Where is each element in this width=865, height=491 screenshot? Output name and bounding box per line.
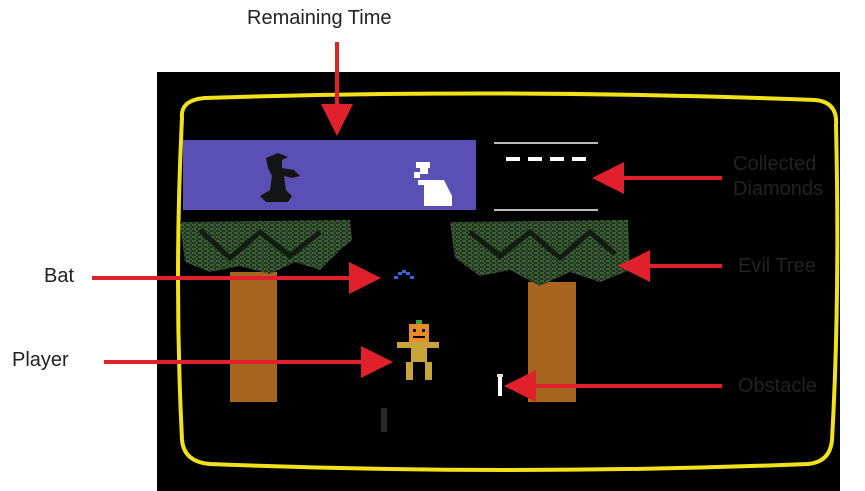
screen-border xyxy=(176,91,840,472)
collected-diamonds-label-line1: Collected xyxy=(733,153,817,175)
player-label: Player xyxy=(12,349,69,371)
annotation-arrows xyxy=(92,42,722,402)
left-tree-trunk xyxy=(230,272,277,402)
witch-silhouette-icon xyxy=(260,153,300,202)
collected-diamonds-label-line2: Diamonds xyxy=(733,178,824,200)
collected-diamonds-label: Collected Diamonds xyxy=(733,152,823,202)
right-tree-foliage xyxy=(450,220,630,286)
right-tree xyxy=(450,220,630,402)
pumpkin-head-player-icon xyxy=(397,320,439,380)
shadow-figure xyxy=(381,408,387,432)
left-tree-foliage xyxy=(180,220,352,274)
candle-obstacle-icon xyxy=(497,374,503,396)
bat-label: Bat xyxy=(44,265,75,287)
right-tree-trunk xyxy=(528,282,576,402)
collected-diamonds-panel xyxy=(494,142,598,211)
obstacle-label: Obstacle xyxy=(738,375,817,397)
collected-diamond xyxy=(572,157,586,161)
evil-tree-label: Evil Tree xyxy=(738,255,816,277)
left-tree xyxy=(180,220,352,402)
ghost-icon xyxy=(414,162,452,206)
collected-diamond xyxy=(506,157,520,161)
collected-diamond xyxy=(550,157,564,161)
collected-diamond xyxy=(528,157,542,161)
bat-icon xyxy=(394,270,414,279)
remaining-time-label: Remaining Time xyxy=(247,7,392,29)
